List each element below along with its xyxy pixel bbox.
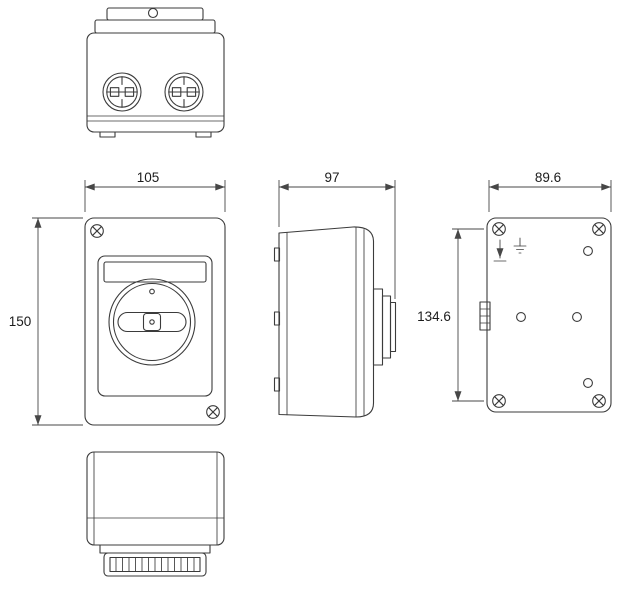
- din-clip-ribs: [479, 308, 491, 324]
- lid-cap-lower: [94, 19, 216, 34]
- side-depth-label: 97: [324, 170, 339, 185]
- lid-latch-icon: [147, 7, 159, 19]
- front-height-label: 150: [9, 314, 32, 329]
- top-view: [86, 7, 225, 138]
- side-mount-tab: [273, 247, 281, 262]
- bottom-view: [86, 451, 225, 577]
- lid-cap-upper: [106, 7, 204, 21]
- dimension-back-width: 89.6: [488, 170, 612, 212]
- screw-icon-bottom-right: [206, 405, 220, 419]
- knob-center-square: [142, 312, 162, 332]
- screw-icon-back-top-left: [492, 222, 506, 236]
- terminal-strip-ribs: [115, 557, 195, 572]
- dimension-back-height: 134.6: [417, 228, 484, 402]
- cable-gland-left-icon: [102, 72, 142, 112]
- side-view: [273, 226, 397, 418]
- mounting-hole: [583, 246, 593, 256]
- screw-icon-back-bottom-right: [592, 394, 606, 408]
- back-width-label: 89.6: [535, 170, 561, 185]
- side-enclosure-outline: [278, 226, 375, 418]
- screw-icon-back-top-right: [592, 222, 606, 236]
- side-mount-tab: [273, 311, 281, 326]
- knob-handle: [117, 311, 187, 333]
- dimension-side-depth: 97: [278, 170, 396, 299]
- side-mount-tab: [273, 377, 281, 392]
- knob-center-dot: [149, 319, 155, 325]
- dimensions: 105 150 97 89.6: [9, 170, 612, 426]
- switch-shaft-step-1: [372, 288, 384, 366]
- bottom-flange-outline: [103, 552, 207, 577]
- top-view-body-outline: [86, 32, 225, 133]
- back-view: [479, 217, 612, 413]
- front-label-window: [103, 261, 207, 283]
- dimension-front-height: 150: [9, 217, 83, 426]
- front-enclosure-outline: [84, 217, 226, 426]
- top-view-foot: [99, 131, 116, 138]
- screw-icon-back-bottom-left: [492, 394, 506, 408]
- switch-shaft-step-3: [389, 301, 397, 353]
- mounting-hole: [572, 312, 582, 322]
- bottom-view-body-outline: [86, 451, 225, 546]
- back-height-label: 134.6: [417, 309, 451, 324]
- mounting-hole: [516, 312, 526, 322]
- knob-bezel-inner: [112, 282, 192, 362]
- knob-indicator-dot: [149, 288, 155, 295]
- earth-symbol-icon: [513, 237, 527, 254]
- bottom-neck: [99, 544, 211, 554]
- switch-shaft-step-2: [381, 295, 392, 359]
- mounting-hole: [583, 378, 593, 388]
- knob-bezel-outer: [108, 278, 196, 366]
- front-view: [84, 217, 226, 426]
- top-view-foot: [195, 131, 212, 138]
- back-enclosure-outline: [486, 217, 612, 413]
- front-inner-panel: [97, 255, 213, 397]
- dimension-front-width: 105: [84, 170, 226, 212]
- screw-icon-top-left: [90, 224, 104, 238]
- front-width-label: 105: [137, 170, 160, 185]
- cable-gland-right-icon: [164, 72, 204, 112]
